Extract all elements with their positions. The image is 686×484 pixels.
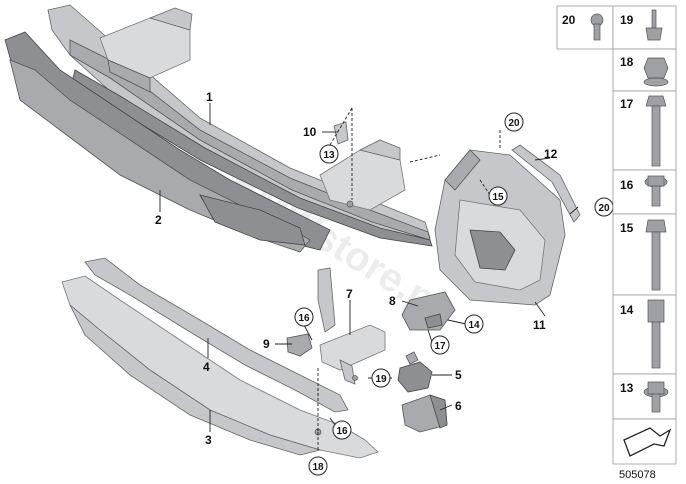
panel-label-13: 13 [620, 381, 634, 395]
support-frame [434, 149, 566, 306]
svg-text:17: 17 [434, 341, 446, 352]
callout-5: 5 [455, 368, 462, 382]
svg-text:18: 18 [312, 462, 324, 473]
svg-text:15: 15 [492, 192, 504, 203]
callout-circle-19: 19 [371, 368, 391, 388]
callout-7: 7 [346, 287, 353, 301]
rivet-19-icon [645, 9, 663, 41]
svg-text:19: 19 [375, 374, 387, 385]
callout-3: 3 [205, 433, 212, 447]
hardware-panel: 20 19 18 17 16 15 14 13 [556, 5, 677, 465]
screw-20-icon [590, 13, 604, 41]
energy-absorber [4, 31, 331, 253]
panel-label-16: 16 [620, 178, 634, 192]
vertical-bracket [317, 267, 336, 333]
panel-label-18: 18 [620, 55, 634, 69]
svg-text:16: 16 [336, 426, 348, 437]
panel-label-17: 17 [620, 97, 634, 111]
rubber-block-6 [401, 394, 448, 433]
lower-rail [84, 257, 349, 413]
nut-13-icon [643, 381, 669, 413]
callout-circle-14: 14 [464, 314, 484, 334]
lower-trim-panel [61, 275, 379, 459]
svg-text:13: 13 [323, 150, 335, 161]
diagram-ref-number: 505078 [619, 469, 656, 481]
svg-text:20: 20 [508, 118, 520, 129]
side-strip [511, 144, 581, 223]
callout-circle-13: 13 [319, 144, 339, 164]
callout-10: 10 [303, 125, 317, 139]
callout-8: 8 [389, 294, 396, 308]
callout-circle-16a: 16 [294, 307, 314, 327]
clip-10 [333, 121, 349, 145]
rubber-block-5 [397, 351, 433, 393]
svg-text:16: 16 [298, 313, 310, 324]
callout-circle-20b: 20 [594, 197, 614, 217]
callout-4: 4 [203, 360, 210, 374]
callout-circle-15: 15 [488, 186, 508, 206]
callout-2: 2 [155, 213, 162, 227]
bumper-carrier-beam [47, 4, 433, 247]
bolt-17-icon [645, 95, 667, 167]
bolt-16-icon [644, 175, 668, 207]
panel-label-15: 15 [620, 221, 634, 235]
panel-label-20: 20 [562, 13, 576, 27]
svg-text:20: 20 [598, 203, 610, 214]
direction-arrow-icon [623, 427, 672, 457]
callout-12: 12 [544, 147, 558, 161]
bolt-15-icon [645, 219, 667, 291]
panel-label-19: 19 [620, 13, 634, 27]
callout-circle-16b: 16 [332, 420, 352, 440]
leader-lines [159, 103, 579, 452]
nut-18-icon [643, 57, 669, 87]
callout-9: 9 [263, 337, 270, 351]
panel-label-14: 14 [620, 303, 634, 317]
callout-circle-20a: 20 [504, 112, 524, 132]
callout-11: 11 [533, 318, 546, 332]
bracket-9 [286, 333, 313, 357]
mount-arm [319, 324, 386, 385]
bracket-8 [401, 291, 456, 331]
svg-text:14: 14 [468, 320, 480, 331]
bolt-14-icon [647, 299, 665, 369]
callout-circle-18: 18 [308, 456, 328, 476]
callout-1: 1 [206, 90, 213, 104]
callout-circle-17: 17 [430, 335, 450, 355]
callout-6: 6 [455, 399, 462, 413]
